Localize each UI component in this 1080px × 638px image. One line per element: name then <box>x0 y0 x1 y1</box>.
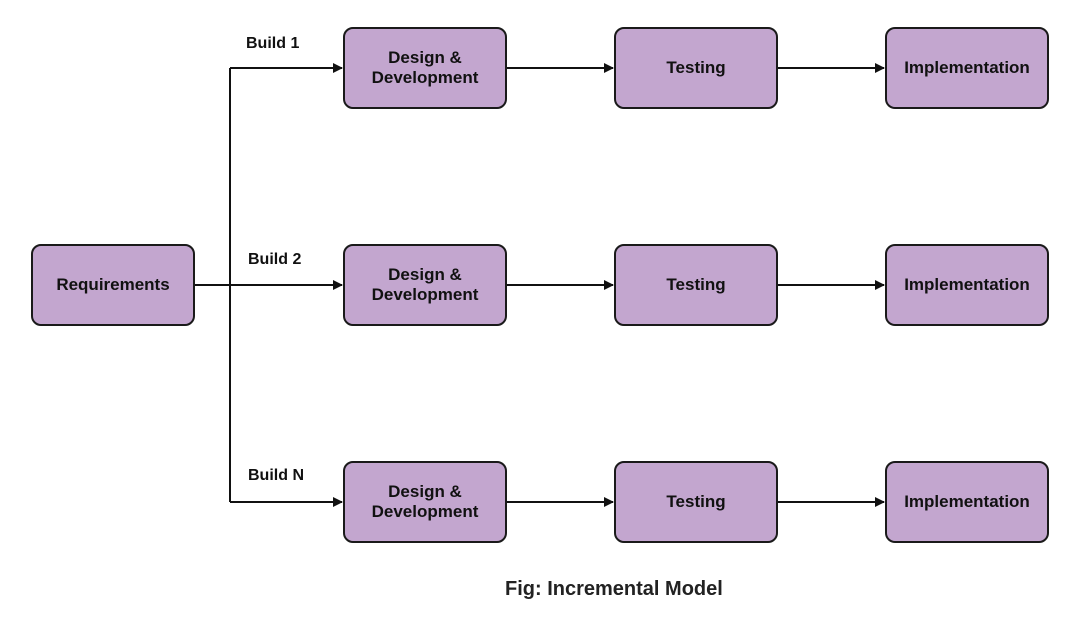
requirements-label: Requirements <box>56 274 170 294</box>
build-2-testing-label: Testing <box>666 274 726 294</box>
build-1-testing-node: Testing <box>614 27 778 109</box>
build-2-design-line2: Development <box>371 285 479 304</box>
build-2-implementation-node: Implementation <box>885 244 1049 326</box>
build-2-design-development-node: Design & Development <box>343 244 507 326</box>
build-1-testing-label: Testing <box>666 57 726 77</box>
build-1-implementation-node: Implementation <box>885 27 1049 109</box>
build-2-design-line1: Design & <box>388 264 462 284</box>
build-n-design-line2: Development <box>371 502 479 521</box>
build-n-testing-label: Testing <box>666 491 726 511</box>
requirements-node: Requirements <box>31 244 195 326</box>
figure-caption: Fig: Incremental Model <box>505 578 723 600</box>
build-n-design-line1: Design & <box>388 481 462 501</box>
build-2-testing-node: Testing <box>614 244 778 326</box>
build-1-design-line2: Development <box>371 68 479 87</box>
build-n-design-development-node: Design & Development <box>343 461 507 543</box>
build-n-label: Build N <box>248 467 304 484</box>
build-2-implementation-label: Implementation <box>904 274 1030 294</box>
build-1-label: Build 1 <box>246 35 300 52</box>
build-n-implementation-node: Implementation <box>885 461 1049 543</box>
build-n-implementation-label: Implementation <box>904 491 1030 511</box>
build-1-design-development-node: Design & Development <box>343 27 507 109</box>
build-1-implementation-label: Implementation <box>904 57 1030 77</box>
build-2-label: Build 2 <box>248 251 302 268</box>
build-n-testing-node: Testing <box>614 461 778 543</box>
build-1-design-line1: Design & <box>388 47 462 67</box>
